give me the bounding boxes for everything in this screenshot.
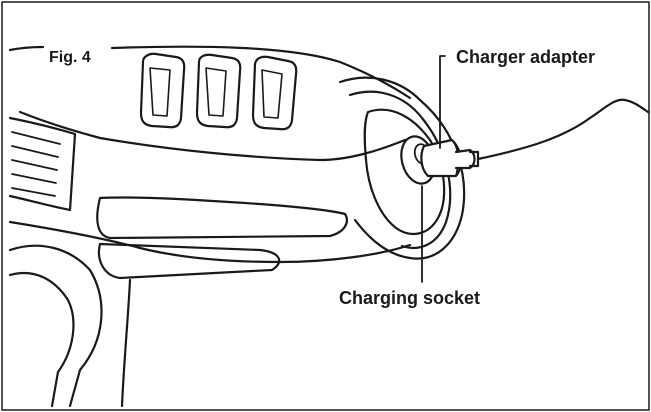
trigger [97,242,281,280]
body-lower-contour [8,220,412,264]
charging-socket-label: Charging socket [339,288,481,308]
grip-edge [120,278,132,408]
charger-adapter-leader [439,55,446,149]
grip-ridges [139,52,298,131]
charger-cable [476,98,650,161]
body-mid-contour [18,110,407,162]
figure-number: Fig. 4 [49,49,91,66]
vent-slots [8,116,77,212]
trigger-guard [96,196,348,240]
handle-inner [8,271,75,408]
handle-loop [8,244,103,408]
body-top-contour-left [8,45,45,52]
body-top-contour [110,45,412,100]
charger-adapter-label: Charger adapter [456,47,596,67]
charger-adapter-plug [420,138,480,178]
